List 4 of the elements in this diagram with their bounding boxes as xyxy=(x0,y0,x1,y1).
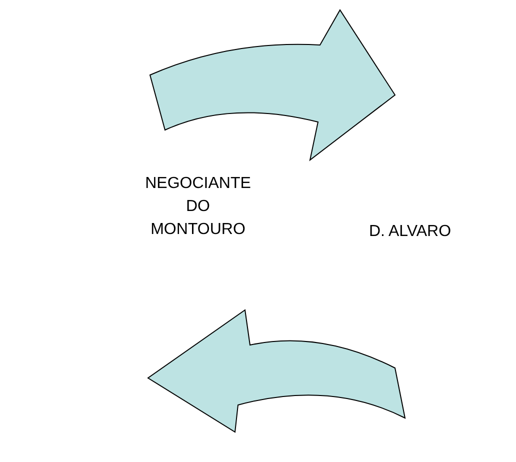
curved-block-arrow xyxy=(148,310,406,432)
node-label: NEGOCIANTE DO MONTOURO xyxy=(142,172,254,241)
curved-block-arrow xyxy=(150,10,396,160)
node-label: D. ALVARO xyxy=(360,220,460,243)
